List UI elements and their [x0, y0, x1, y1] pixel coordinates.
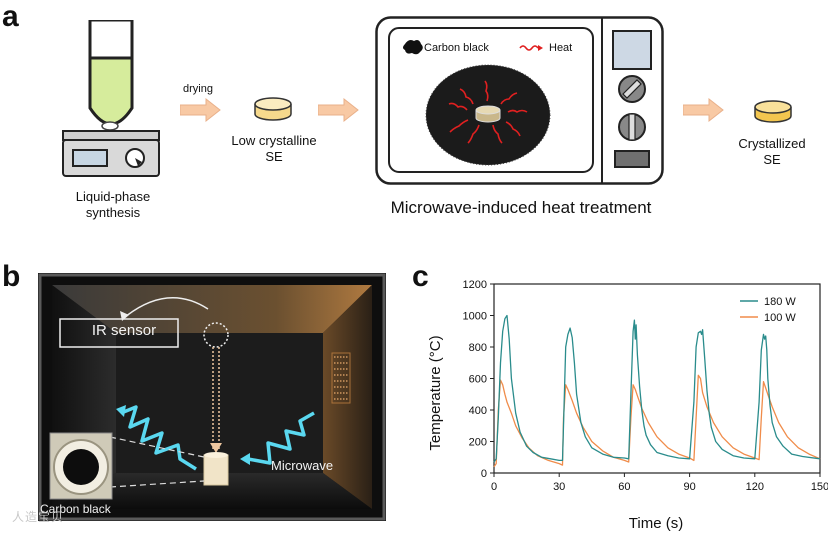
oven-button [614, 150, 650, 168]
y-tick-label: 0 [481, 468, 487, 480]
drying-label: drying [183, 83, 213, 95]
panel-label-a: a [2, 0, 19, 33]
watermark: 人造宝贝 [12, 510, 65, 524]
pellet-in-oven [475, 105, 501, 115]
heat-legend-icon [519, 45, 539, 51]
crystallized-caption: Crystallized SE [713, 136, 831, 168]
y-axis-label: Temperature (°C) [427, 335, 444, 450]
ir-sensor-label: IR sensor [91, 322, 157, 339]
low-crystalline-caption: Low crystalline SE [214, 133, 334, 165]
y-tick-label: 1200 [463, 279, 487, 291]
ir-sensor-spot [203, 322, 229, 348]
low-crystalline-line2: SE [265, 149, 283, 164]
microwave-caption: Microwave-induced heat treatment [390, 198, 652, 217]
chart-axes: 0 30 60 90 120 150 0 200 400 600 800 1000 1200 [463, 279, 828, 493]
sample-pellet [203, 454, 229, 486]
x-tick-label: 30 [553, 481, 565, 493]
arrow-right-icon [318, 98, 359, 122]
series-line-180w [493, 314, 821, 463]
heat-waves [448, 80, 528, 144]
microwave-wave-right [247, 411, 315, 465]
crystallized-line2: SE [763, 152, 781, 167]
liquid-phase-line2: synthesis [85, 205, 141, 220]
chart-legend: 180 W 100 W [740, 296, 796, 324]
carbon-black-label: Carbon black [40, 502, 111, 516]
pellet-low-crystalline-icon [254, 97, 292, 121]
y-tick-label: 1000 [463, 311, 487, 323]
heat-legend-label: Heat [549, 42, 573, 54]
microwave-oven-icon [375, 16, 664, 185]
x-tick-label: 90 [683, 481, 695, 493]
y-tick-label: 800 [469, 342, 487, 354]
crystallized-line1: Crystallized [738, 136, 806, 151]
y-tick-label: 600 [469, 374, 487, 386]
liquid-phase-line1: Liquid-phase [75, 189, 151, 204]
x-tick-label: 120 [746, 481, 764, 493]
stir-bar [101, 121, 119, 131]
tube-liquid [88, 56, 134, 126]
stirrer-with-tube-icon [62, 20, 160, 177]
legend-label: 180 W [764, 296, 796, 308]
carbon-black-legend-icon [403, 40, 423, 55]
hotplate-display [72, 149, 108, 167]
arrow-right-icon [683, 98, 724, 122]
liquid-phase-caption: Liquid-phase synthesis [38, 189, 188, 221]
x-tick-label: 60 [618, 481, 630, 493]
temperature-chart: 0 30 60 90 120 150 0 200 400 600 800 1000 1200 180 W… [427, 279, 828, 532]
x-tick-label: 150 [811, 481, 828, 493]
oven-display [612, 30, 652, 70]
arrow-right-icon [180, 98, 221, 122]
chart-series-group [493, 314, 821, 468]
y-tick-label: 200 [469, 437, 487, 449]
carbon-black-legend-label: Carbon black [424, 42, 489, 54]
hotplate-top [62, 130, 160, 141]
x-axis-label: Time (s) [629, 515, 683, 532]
oven-interior-photo [38, 273, 386, 521]
ir-sensor-box [59, 318, 179, 348]
panel-label-b: b [2, 260, 21, 293]
y-tick-label: 400 [469, 405, 487, 417]
legend-label: 100 W [764, 312, 796, 324]
panel-label-c: c [412, 260, 429, 293]
pellet-crystallized-icon [754, 100, 792, 123]
low-crystalline-line1: Low crystalline [231, 133, 317, 148]
x-tick-label: 0 [491, 481, 497, 493]
microwave-label: Microwave [271, 458, 334, 473]
